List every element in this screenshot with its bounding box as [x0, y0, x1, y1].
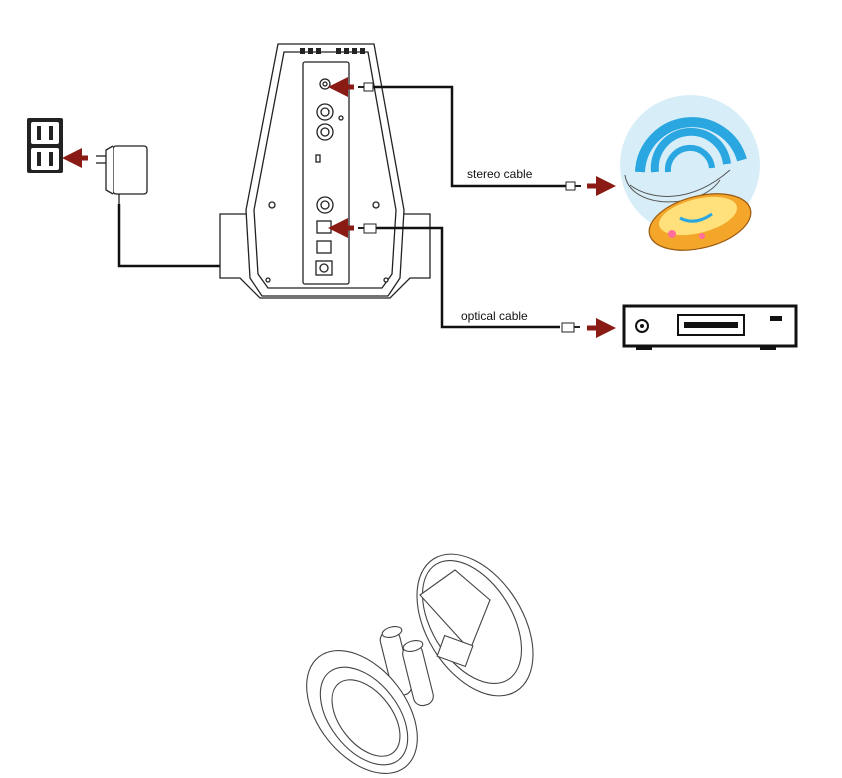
optical-cable-label: optical cable	[461, 309, 528, 323]
stereo-cable-label: stereo cable	[467, 167, 533, 181]
dvd-player-icon	[624, 306, 796, 350]
speaker-rear-panel	[220, 44, 430, 298]
remote-battery-compartment	[284, 533, 557, 778]
portable-music-player-icon	[620, 95, 760, 260]
wall-outlet-icon	[27, 118, 63, 173]
power-adapter-icon	[96, 146, 147, 204]
optical-plug-player-end	[562, 323, 580, 332]
stereo-plug-player-end	[566, 182, 581, 190]
